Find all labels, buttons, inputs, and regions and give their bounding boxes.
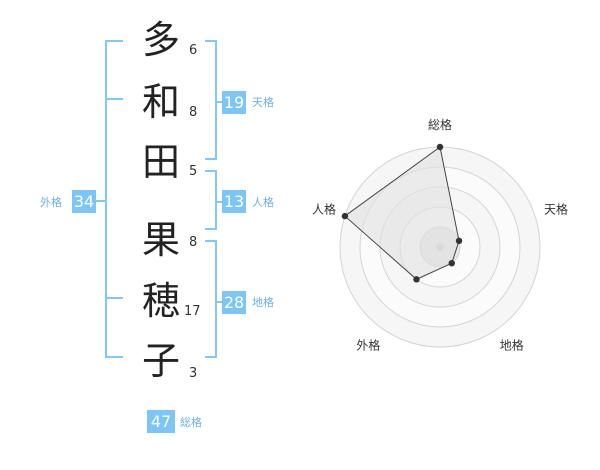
radar-point-2 — [455, 237, 463, 245]
gaikaku-value: 34 — [72, 190, 96, 213]
tenkaku-label: 天格 — [252, 96, 274, 109]
stroke-count-6: 3 — [189, 366, 198, 381]
name-char-1: 多 — [141, 18, 180, 62]
radar-point-5 — [341, 212, 349, 220]
name-char-5: 穂 — [141, 279, 180, 323]
radar-value-polygon — [344, 146, 460, 280]
radar-axis-label-3: 地格 — [500, 338, 524, 353]
tenkaku-value: 19 — [222, 91, 246, 114]
stroke-count-2: 8 — [189, 105, 198, 120]
radar-axis-label-2: 天格 — [544, 201, 568, 216]
name-char-3: 田 — [141, 140, 180, 184]
name-char-6: 子 — [141, 339, 180, 383]
name-char-4: 果 — [141, 218, 180, 262]
gaikaku-label: 外格 — [40, 196, 62, 209]
chikaku-label: 地格 — [252, 296, 274, 309]
radar-axis-label-4: 外格 — [356, 338, 380, 353]
chikaku-value: 28 — [222, 291, 246, 314]
radar-point-3 — [448, 259, 455, 267]
radar-axis-label-1: 総格 — [428, 117, 452, 132]
soukaku-value: 47 — [147, 410, 175, 433]
stroke-count-1: 6 — [189, 43, 198, 58]
stroke-count-4: 8 — [189, 235, 198, 250]
radar-point-1 — [436, 143, 444, 151]
radar-axis-label-5: 人格 — [312, 201, 336, 216]
soukaku-label: 総格 — [180, 416, 202, 429]
stroke-count-5: 17 — [184, 304, 201, 319]
stroke-count-3: 5 — [189, 164, 198, 179]
radar-point-4 — [413, 276, 420, 283]
jinkaku-value: 13 — [222, 190, 246, 213]
jinkaku-label: 人格 — [252, 196, 274, 209]
name-char-2: 和 — [141, 80, 180, 124]
